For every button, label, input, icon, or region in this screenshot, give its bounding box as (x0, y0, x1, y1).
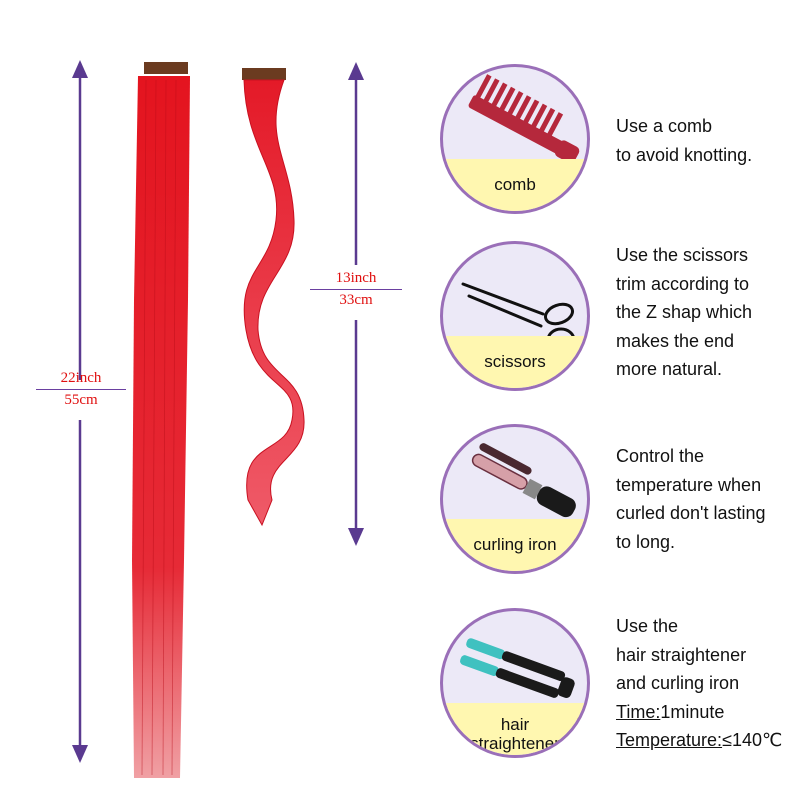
scissors-description: Use the scissors trim according to the Z… (616, 241, 752, 384)
wavy-length-arrow (348, 62, 364, 546)
straightener-desc-line: hair straightener (616, 644, 747, 665)
wavy-length-cm: 33cm (339, 292, 373, 308)
curling-iron-circle: curling iron (440, 424, 590, 574)
comb-icon (468, 74, 580, 164)
hair-straightener-description: Use the hair straightener and curling ir… (616, 612, 782, 755)
hair-straightener-circle: hair straightener (440, 608, 590, 758)
scissors-label-band (443, 336, 587, 388)
time-value: 1minute (660, 701, 725, 722)
scissors-desc-line: trim according to (616, 273, 750, 294)
time-line: Time:1minute (616, 698, 782, 727)
straight-length-arrow (72, 60, 88, 763)
hair-straightener-label-line1: hair (500, 715, 530, 734)
curling-iron-desc-line: curled don't lasting (616, 503, 766, 523)
scissors-desc-line: more natural. (616, 359, 723, 379)
curling-iron-description: Control the temperature when curled don'… (616, 442, 766, 556)
curling-iron-desc-line: to long. (616, 531, 676, 552)
hair-straightener-label-band (443, 703, 587, 755)
curling-iron-desc-line: temperature when (616, 474, 762, 495)
temperature-value: ≤140℃ (722, 730, 783, 750)
comb-desc-line: Use a comb (616, 116, 713, 136)
comb-circle: comb (440, 64, 590, 214)
straight-length-cm: 55cm (64, 392, 98, 408)
straight-hair-extension (132, 62, 190, 778)
temperature-label: Temperature: (616, 730, 723, 750)
comb-description: Use a comb to avoid knotting. (616, 112, 752, 169)
wavy-length-inch: 13inch (310, 270, 402, 290)
scissors-desc-line: makes the end (616, 330, 735, 351)
straight-length-inch: 22inch (36, 370, 126, 390)
hair-straightener-icon (460, 638, 587, 720)
scissors-desc-line: the Z shap which (616, 302, 753, 322)
wavy-length-label: 13inch 33cm (310, 270, 402, 309)
curling-iron-icon (471, 443, 587, 541)
scissors-circle: scissors (440, 241, 590, 391)
temperature-line: Temperature:≤140℃ (616, 726, 782, 755)
straightener-desc-line: and curling iron (616, 673, 740, 693)
hair-illustration (72, 60, 364, 778)
comb-label: comb (494, 175, 536, 194)
hair-straightener-label: hair straightener (443, 715, 587, 753)
hair-straightener-label-line2: straightener (470, 734, 560, 753)
comb-desc-line: to avoid knotting. (616, 144, 753, 165)
straightener-desc-line: Use the (616, 616, 679, 636)
wavy-clip (242, 68, 286, 80)
time-label: Time: (616, 701, 661, 722)
comb-label-band (443, 159, 587, 211)
curling-iron-label: curling iron (473, 535, 557, 554)
scissors-desc-line: Use the scissors (616, 245, 749, 265)
curling-iron-label-band (443, 519, 587, 571)
curling-iron-desc-line: Control the (616, 446, 705, 466)
scissors-label: scissors (484, 352, 546, 371)
wavy-hair-extension (242, 68, 305, 527)
straight-length-label: 22inch 55cm (36, 370, 126, 409)
straight-clip (144, 62, 188, 74)
